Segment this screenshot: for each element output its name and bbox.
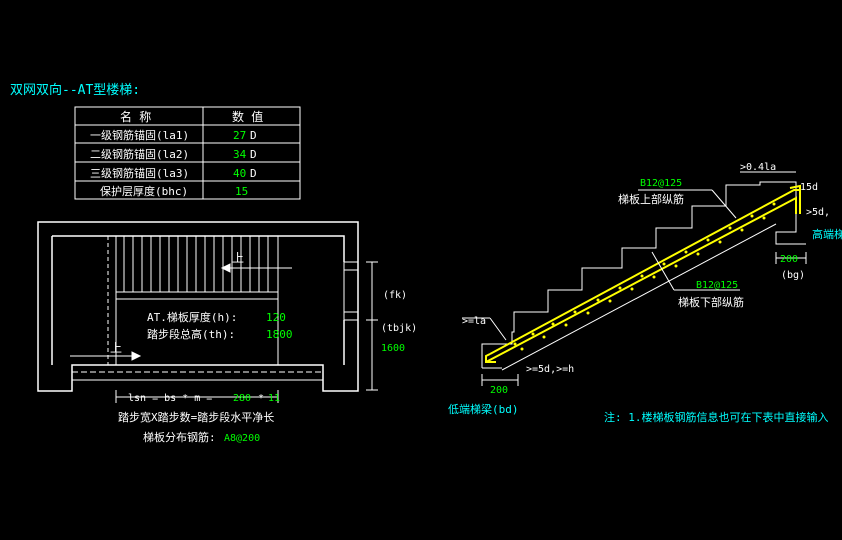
table-header-value: 数 值 xyxy=(232,109,263,124)
table-row-value[interactable]: 34 xyxy=(233,148,247,161)
rebar-dots xyxy=(513,202,776,351)
stair-treads xyxy=(107,236,279,365)
table-row-name: 一级钢筋锚固(la1) xyxy=(90,128,189,142)
parameter-table xyxy=(74,106,301,200)
height-value[interactable]: 1800 xyxy=(266,328,293,341)
up-arrow-upper xyxy=(220,263,292,273)
low-beam-label: 低端梯梁(bd) xyxy=(448,402,519,416)
table-row-name: 保护层厚度(bhc) xyxy=(100,184,188,198)
note-text: 注: 1.楼梯板钢筋信息也可在下表中直接输入 xyxy=(604,410,829,424)
height-label: 踏步段总高(th): xyxy=(147,327,235,341)
up-label-upper: 上 xyxy=(232,251,244,265)
top-hook-label: 15d xyxy=(800,182,818,193)
lsn-m-value[interactable]: 11 xyxy=(268,393,280,404)
high-beam-label: 高端梯 xyxy=(812,227,842,241)
table-row-unit: D xyxy=(250,167,257,180)
fk-label: (fk) xyxy=(383,290,407,301)
lsn-formula: lsn = bs * m = xyxy=(128,393,212,404)
rebar-lines xyxy=(485,184,801,363)
distribution-rebar-value[interactable]: A8@200 xyxy=(224,433,260,444)
top-right-label: >5d, xyxy=(806,207,830,218)
lower-rebar-label: 梯板下部纵筋 xyxy=(678,295,744,309)
table-row-unit: D xyxy=(250,148,257,161)
lower-rebar-code[interactable]: B12@125 xyxy=(696,280,738,291)
table-row-value[interactable]: 15 xyxy=(235,185,248,198)
lsn-times: * xyxy=(258,393,264,404)
formula-note: 踏步宽X踏步数=踏步段水平净长 xyxy=(118,410,274,424)
stair-section-view xyxy=(481,181,806,371)
distribution-rebar-label: 梯板分布钢筋: xyxy=(143,430,216,444)
tbjk-value[interactable]: 1600 xyxy=(381,343,405,354)
lsn-bs-value[interactable]: 280 xyxy=(233,393,251,404)
table-row-name: 三级钢筋锚固(la3) xyxy=(90,166,189,180)
up-arrow-lower xyxy=(70,351,142,361)
low-la-label: >=la xyxy=(462,316,486,327)
up-label-lower: 上 xyxy=(110,341,122,355)
lsn-dimension xyxy=(115,390,279,403)
tbjk-label: (tbjk) xyxy=(381,323,417,334)
section-leaders xyxy=(462,171,807,386)
thickness-label: AT.梯板厚度(h): xyxy=(147,310,237,324)
drawing-title: 双网双向--AT型楼梯: xyxy=(10,82,140,98)
table-row-value[interactable]: 27 xyxy=(233,129,246,142)
table-row-name: 二级钢筋锚固(la2) xyxy=(90,147,189,161)
upper-rebar-code[interactable]: B12@125 xyxy=(640,178,682,189)
bg-label: (bg) xyxy=(781,270,805,281)
low-anchor-label: >=5d,>=h xyxy=(526,364,574,375)
bg-value[interactable]: 200 xyxy=(780,254,798,265)
top-anchor-label: >0.4la xyxy=(740,162,776,173)
bd-value[interactable]: 200 xyxy=(490,385,508,396)
table-row-unit: D xyxy=(250,129,257,142)
upper-rebar-label: 梯板上部纵筋 xyxy=(618,192,684,206)
table-row-value[interactable]: 40 xyxy=(233,167,246,180)
thickness-value[interactable]: 120 xyxy=(266,311,286,324)
stair-plan-view xyxy=(37,221,359,392)
table-header-name: 名 称 xyxy=(120,109,151,124)
plan-dimension-lines xyxy=(366,261,378,391)
